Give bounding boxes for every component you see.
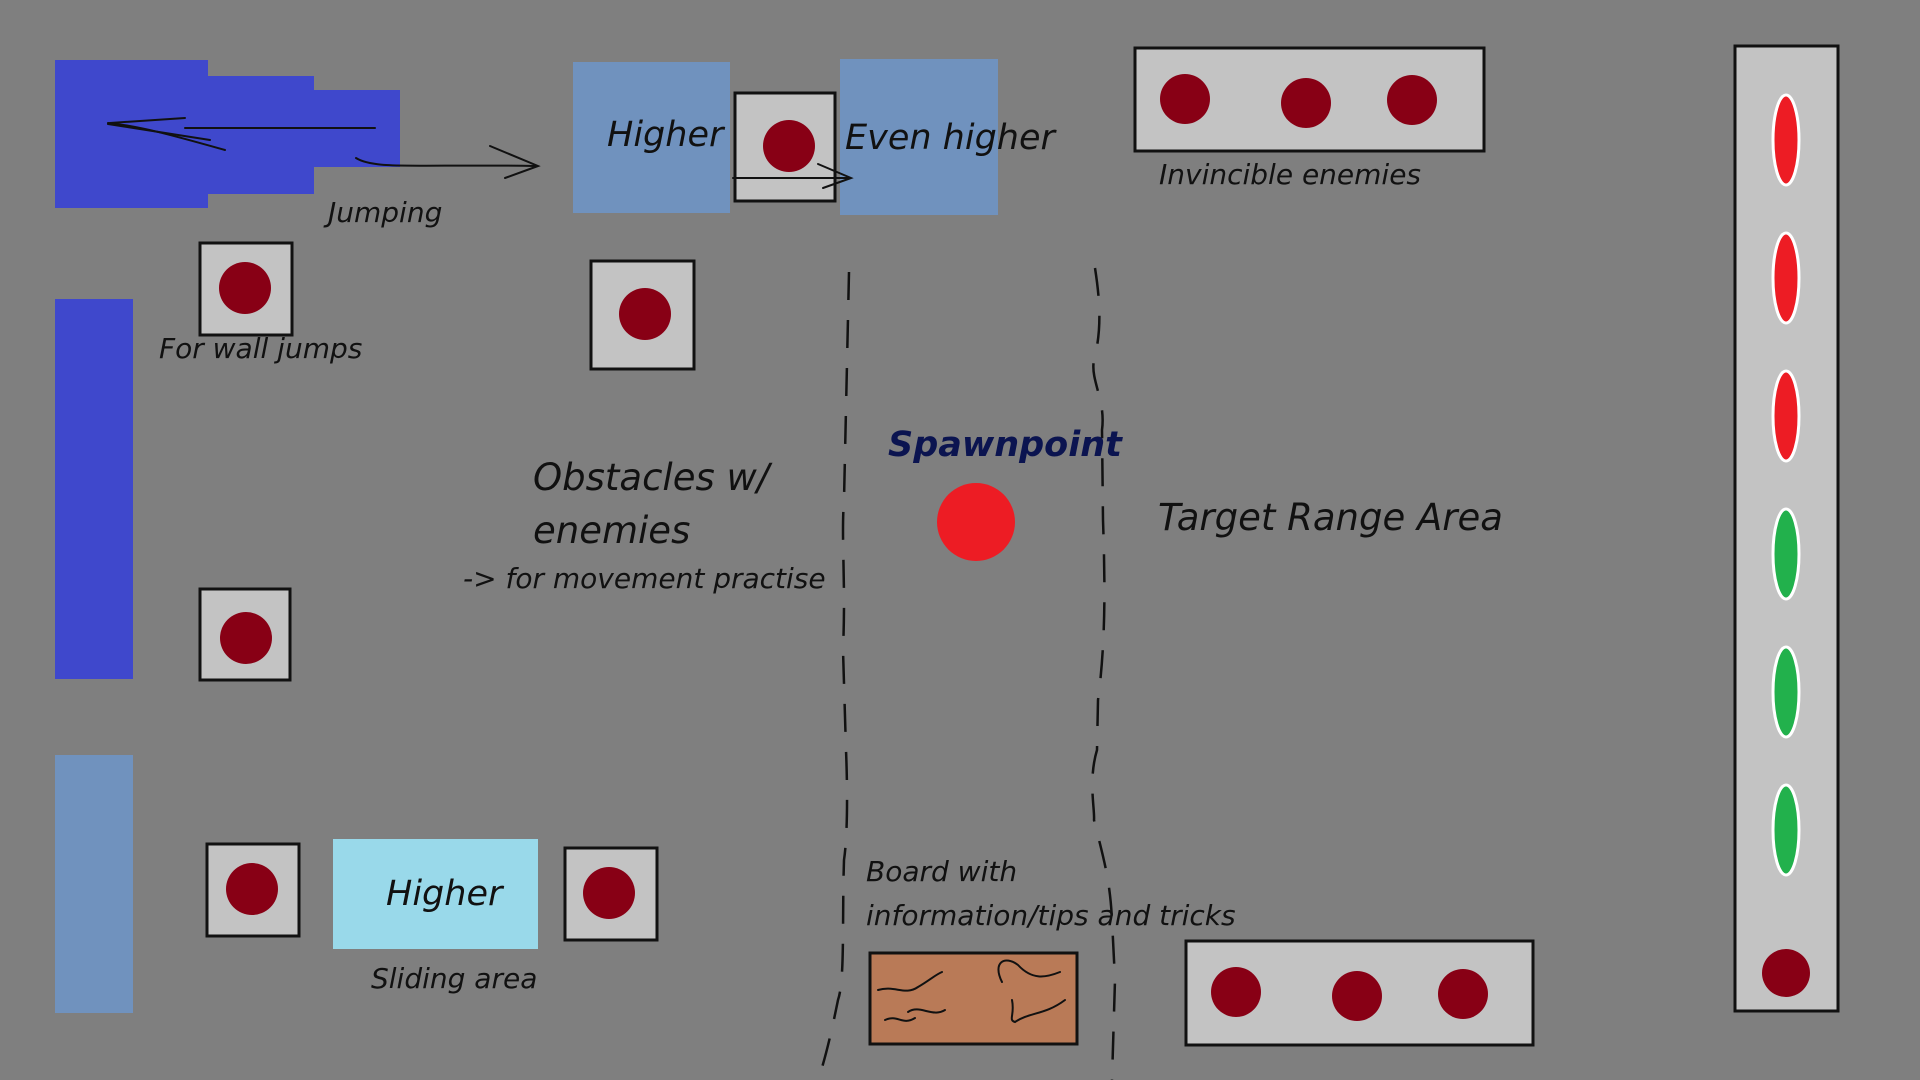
invincible-enemies-label: Invincible enemies bbox=[1159, 158, 1422, 191]
enemy-box bbox=[733, 91, 837, 203]
higher-bottom-label: Higher bbox=[386, 874, 503, 914]
info-board bbox=[868, 951, 1079, 1046]
target-enemy bbox=[1762, 949, 1810, 997]
enemy bbox=[1160, 74, 1210, 124]
wall-jumps-label: For wall jumps bbox=[159, 332, 363, 365]
target-range-area-label: Target Range Area bbox=[1158, 496, 1503, 539]
wall-platform-bottom bbox=[55, 755, 133, 1013]
even-higher-label: Even higher bbox=[845, 118, 1055, 158]
target-red bbox=[1771, 369, 1801, 463]
enemy bbox=[1211, 967, 1261, 1017]
spawn-zone-right-boundary bbox=[1091, 267, 1117, 1080]
target-red bbox=[1771, 231, 1801, 325]
spawnpoint-marker bbox=[937, 483, 1015, 561]
target-green bbox=[1771, 507, 1801, 601]
obstacles-label-line1: Obstacles w/ bbox=[533, 456, 770, 499]
targets bbox=[1762, 93, 1810, 997]
movement-practise-label: -> for movement practise bbox=[463, 562, 826, 595]
enemy bbox=[226, 863, 278, 915]
enemy bbox=[1332, 971, 1382, 1021]
enemy bbox=[219, 262, 271, 314]
jump-step-1 bbox=[55, 60, 208, 208]
spawnpoint-label: Spawnpoint bbox=[888, 425, 1122, 465]
target-green bbox=[1771, 783, 1801, 877]
higher-jump-arrow bbox=[732, 163, 854, 189]
enemy bbox=[220, 612, 272, 664]
target-red bbox=[1771, 93, 1801, 187]
enemy-box bbox=[198, 587, 292, 682]
jumping-label: Jumping bbox=[328, 196, 443, 229]
enemy bbox=[619, 288, 671, 340]
board-label-line1: Board with bbox=[866, 855, 1018, 888]
jump-arrow-stroke bbox=[109, 117, 186, 124]
jump-step-2 bbox=[208, 76, 314, 194]
jump-arrow-stroke bbox=[355, 157, 536, 167]
target-green bbox=[1771, 645, 1801, 739]
even-higher-platform bbox=[840, 59, 998, 215]
higher-top-label: Higher bbox=[607, 115, 724, 155]
jump-arrow-head bbox=[489, 145, 541, 179]
jumping-steps bbox=[55, 60, 400, 208]
board-label-line2: information/tips and tricks bbox=[866, 899, 1236, 932]
higher-platform-sliding bbox=[333, 839, 538, 949]
spawn-zone-left-boundary bbox=[816, 271, 851, 1080]
jump-arrow-stroke bbox=[107, 123, 211, 141]
jump-arrows bbox=[107, 117, 541, 179]
enemy bbox=[1438, 969, 1488, 1019]
board-scribbles bbox=[877, 959, 1066, 1024]
obstacles-label-line2: enemies bbox=[533, 509, 691, 552]
enemy bbox=[763, 120, 815, 172]
higher-platform-top bbox=[573, 62, 730, 213]
enemy bbox=[1387, 75, 1437, 125]
enemy bbox=[1281, 78, 1331, 128]
sliding-area-label: Sliding area bbox=[371, 962, 538, 995]
enemy bbox=[583, 867, 635, 919]
wall-jump-wall bbox=[55, 299, 133, 679]
